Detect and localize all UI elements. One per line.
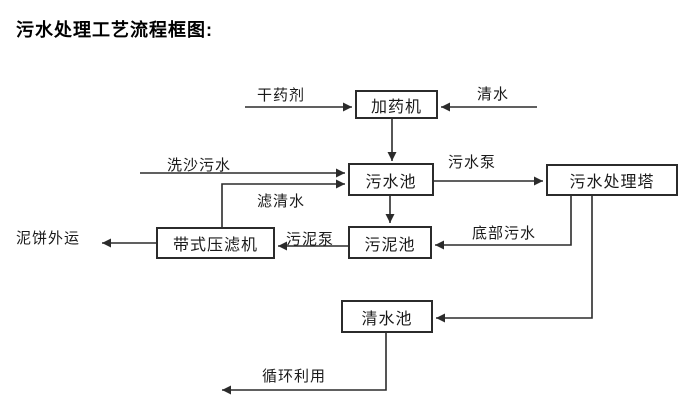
flow-label-filtered-water: 滤清水 xyxy=(257,193,306,210)
flow-label-sludge-pump: 污泥泵 xyxy=(286,231,335,248)
node-sewage-pool: 污水池 xyxy=(348,163,434,196)
node-clean-water-pool-label: 清水池 xyxy=(361,310,413,328)
flow-label-bottom-sewage: 底部污水 xyxy=(472,225,537,242)
node-sludge-pool-label: 污泥池 xyxy=(364,236,416,254)
flow-label-recycling: 循环利用 xyxy=(262,368,327,385)
flow-label-mud-cake-out: 泥饼外运 xyxy=(16,230,81,247)
node-sewage-pool-label: 污水池 xyxy=(365,173,417,191)
flow-label-sand-washing-sewage: 洗沙污水 xyxy=(167,157,232,174)
arrow-clean-water-pool-to-recycling xyxy=(222,333,387,395)
flow-label-clean-water: 清水 xyxy=(477,86,510,103)
node-treatment-tower: 污水处理塔 xyxy=(546,164,678,196)
arrow-filtered-water-press-to-sewage-pool xyxy=(221,179,345,227)
node-dosing-machine-label: 加药机 xyxy=(370,98,422,116)
node-belt-filter-press: 带式压滤机 xyxy=(156,227,275,259)
page-title: 污水处理工艺流程框图: xyxy=(16,20,213,40)
flow-label-dry-agent: 干药剂 xyxy=(257,87,306,104)
node-belt-filter-press-label: 带式压滤机 xyxy=(172,237,258,254)
node-dosing-machine: 加药机 xyxy=(355,90,438,119)
arrow-bottom-sewage-tower-to-sludge-pool xyxy=(435,196,572,250)
arrow-tower-to-clean-water-pool xyxy=(436,196,593,323)
flow-label-sewage-pump: 污水泵 xyxy=(448,154,497,171)
node-sludge-pool: 污泥池 xyxy=(348,226,432,259)
node-clean-water-pool: 清水池 xyxy=(341,300,433,333)
node-treatment-tower-label: 污水处理塔 xyxy=(569,174,655,191)
